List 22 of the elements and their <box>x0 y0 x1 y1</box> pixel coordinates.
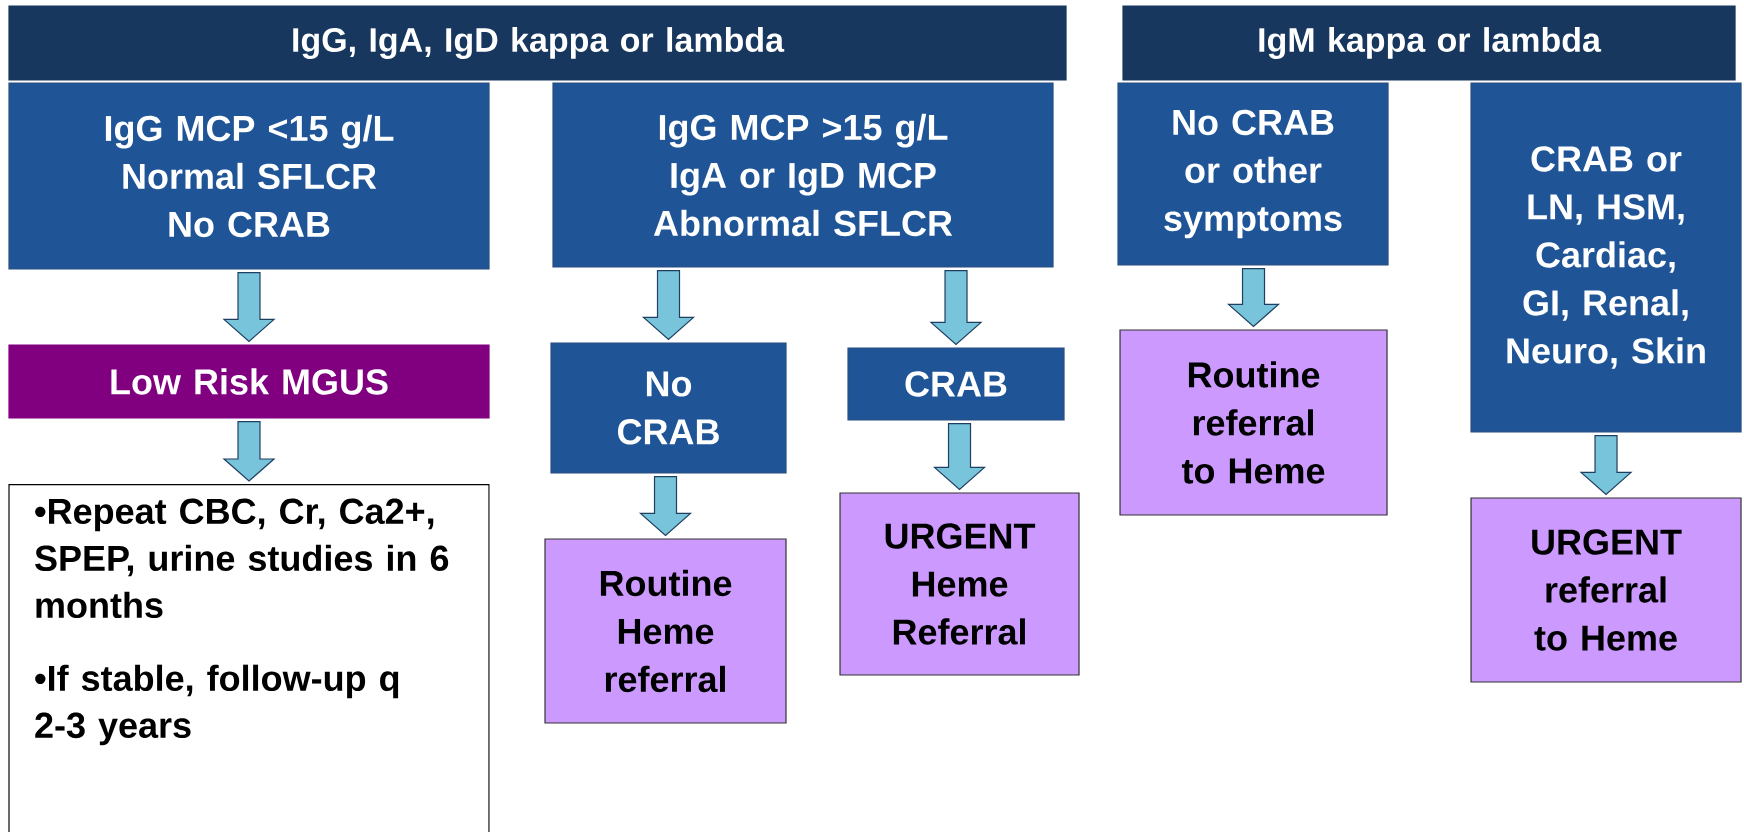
header-bar: IgM kappa or lambda <box>1122 5 1736 81</box>
criteria-box: No CRAB or other symptoms <box>1117 82 1389 266</box>
block-arrow <box>638 476 693 537</box>
block-arrow <box>929 270 983 346</box>
criteria-box: No CRAB <box>550 342 787 474</box>
criteria-box: IgG MCP >15 g/L IgA or IgD MCP Abnormal SFLCR <box>552 82 1054 268</box>
referral-box: URGENT referral to Heme <box>1470 497 1742 683</box>
referral-box: URGENT Heme Referral <box>839 492 1080 676</box>
criteria-box: CRAB or LN, HSM, Cardiac, GI, Renal, Neuro, Skin <box>1470 82 1742 433</box>
block-arrow <box>222 272 276 343</box>
risk-box: Low Risk MGUS <box>8 344 490 419</box>
block-arrow <box>641 270 696 341</box>
block-arrow <box>1579 435 1633 496</box>
note-box: •Repeat CBC, Cr, Ca2+, SPEP, urine studies in 6 months •If stable, follow-up q 2-3 years <box>8 484 490 832</box>
referral-box: Routine Heme referral <box>544 538 787 724</box>
criteria-box: IgG MCP <15 g/L Normal SFLCR No CRAB <box>8 82 490 270</box>
block-arrow <box>1226 268 1281 328</box>
criteria-box: CRAB <box>847 347 1065 421</box>
header-bar: IgG, IgA, IgD kappa or lambda <box>8 5 1067 81</box>
referral-box: Routine referral to Heme <box>1119 329 1388 516</box>
block-arrow <box>932 423 987 491</box>
block-arrow <box>222 421 276 482</box>
